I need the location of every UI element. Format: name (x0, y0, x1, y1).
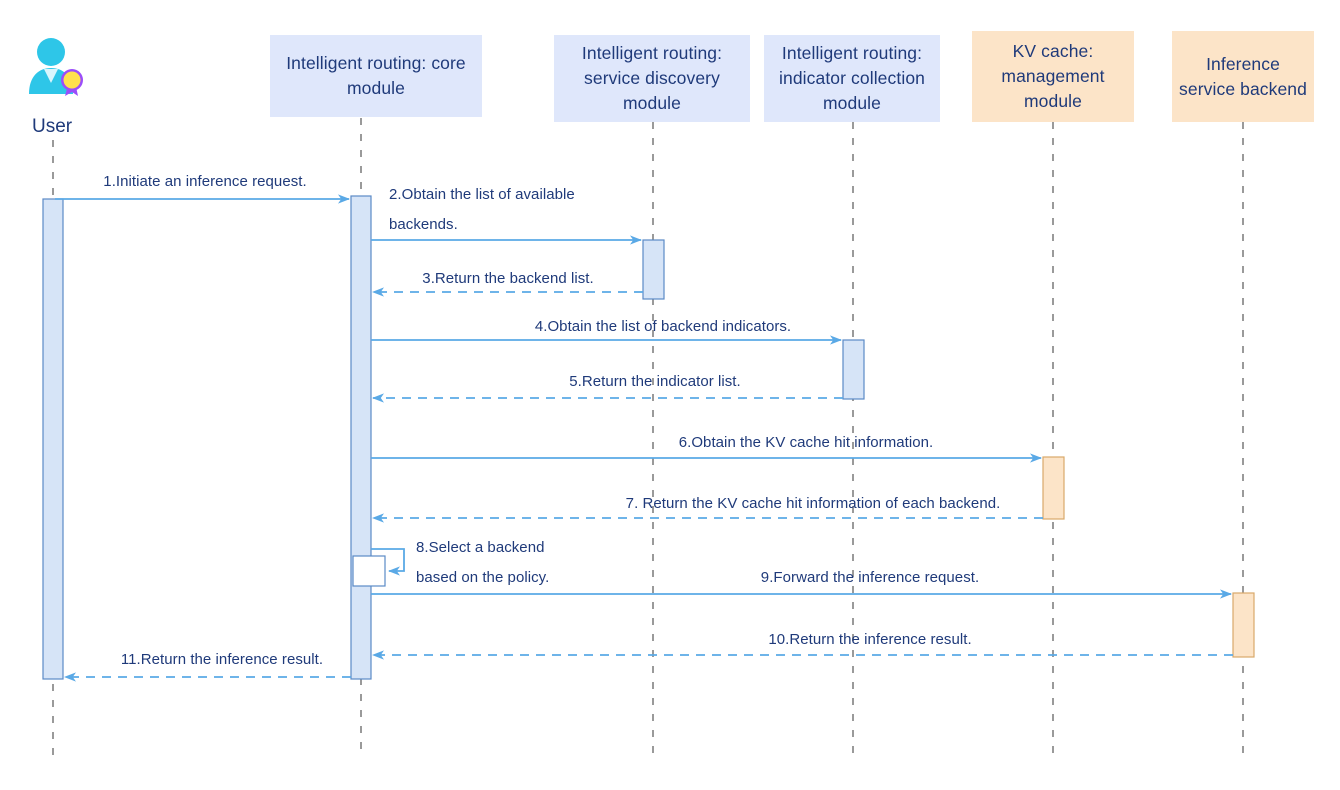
message-label-2: 2.Obtain the list of available backends. (389, 186, 575, 233)
participant-header-core[interactable]: Intelligent routing: core module (270, 35, 482, 117)
message-label-1: 1.Initiate an inference request. (103, 173, 307, 190)
message-label-8: 8.Select a backend based on the policy. (416, 539, 550, 586)
activation-core-self (352, 555, 386, 587)
participant-label-kvcache: KV cache: management module (1001, 41, 1105, 111)
participant-header-indicator[interactable]: Intelligent routing: indicator collectio… (764, 35, 940, 122)
activation-kvcache (1042, 456, 1065, 520)
message-label-11: 11.Return the inference result. (120, 651, 324, 668)
message-label-4: 4.Obtain the list of backend indicators. (534, 318, 792, 335)
participant-label-discovery: Intelligent routing: service discovery m… (581, 43, 723, 113)
message-label-7: 7. Return the KV cache hit information o… (625, 495, 1001, 512)
activation-bars (42, 195, 1255, 680)
actor-label-user: User (32, 116, 73, 137)
message-arrows (55, 194, 1233, 682)
activation-backend (1232, 592, 1255, 658)
activation-core (350, 195, 372, 680)
participant-header-discovery[interactable]: Intelligent routing: service discovery m… (554, 35, 750, 122)
participant-label-indicator: Intelligent routing: indicator collectio… (779, 43, 925, 113)
activation-user (42, 198, 64, 680)
arrow-msg-8-self (371, 548, 405, 576)
message-label-3: 3.Return the backend list. (422, 270, 594, 287)
participant-label-backend: Inference service backend (1179, 53, 1307, 99)
participant-header-kvcache[interactable]: KV cache: management module (972, 31, 1134, 122)
activation-indicator (842, 339, 865, 400)
message-label-9: 9.Forward the inference request. (760, 569, 980, 586)
activation-discovery (642, 239, 665, 300)
participant-header-backend[interactable]: Inference service backend (1172, 31, 1314, 122)
participant-label-core: Intelligent routing: core module (286, 53, 466, 98)
message-label-10: 10.Return the inference result. (768, 631, 972, 648)
message-label-6: 6.Obtain the KV cache hit information. (678, 434, 934, 451)
user-avatar-icon (29, 38, 83, 96)
message-label-5: 5.Return the indicator list. (569, 373, 741, 390)
